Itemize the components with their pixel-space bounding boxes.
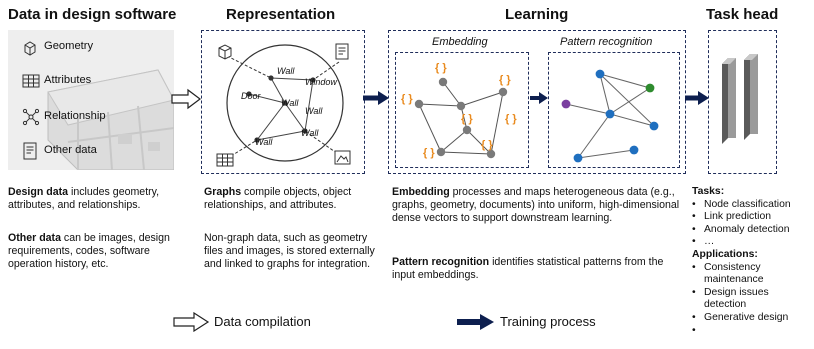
design-data-desc: includes geometry, attributes, and relat… [8,186,160,212]
pattern-recognition-paragraph: Pattern recognition identifies statistic… [392,256,684,282]
cube-icon [24,41,36,56]
other-data-desc: can be images, design requirements, code… [8,232,170,271]
task-head-box [708,30,777,174]
compilation-arrow-1 [171,88,201,110]
embedding-graph: { } { } { } { } { } { } { } [401,62,517,159]
training-arrow-2 [530,92,548,104]
training-arrow-1 [363,91,389,105]
graphs-term: Graphs [204,186,242,198]
embedding-vector-icon: { } [401,93,413,105]
learning-box [388,30,686,174]
pattern-recognition-box [548,52,680,168]
embedding-vector-icon: { } [481,139,493,151]
table-icon [216,153,234,167]
embedding-box [395,52,529,168]
layer-block-2 [744,54,758,140]
embedding-vector-icon: { } [435,62,447,74]
pattern-recognition-graph [561,69,659,163]
embedding-vector-icon: { } [423,147,435,159]
graphs-desc: compile objects, object relationships, a… [204,186,352,212]
task-item: •Node classification [692,198,791,210]
document-icon [335,43,349,60]
node-label-wall-2: Wall [281,98,299,108]
layer-block-1 [722,58,736,144]
graphs-paragraph: Graphs compile objects, object relations… [204,186,382,212]
pattern-recognition-subtitle: Pattern recognition [560,36,653,48]
other-data-label: Other data [44,144,97,156]
pattern-recognition-desc: identifies statistical patterns from the… [392,256,664,282]
application-item: • [692,324,696,333]
attributes-label: Attributes [44,74,92,86]
task-list: Tasks: •Node classification •Link predic… [692,186,812,333]
floor-plan-illustration [47,69,174,170]
embedding-subtitle: Embedding [432,36,488,48]
design-software-panel: Geometry Attributes Relationship [8,30,174,170]
task-head-layers [722,54,758,144]
document-icon [23,142,37,160]
application-item: •Consistency maintenance [692,261,764,286]
design-data-paragraph: Design data includes geometry, attribute… [8,186,183,212]
tasks-heading: Tasks: [692,186,725,197]
application-item: •Design issues detection [692,286,769,311]
representation-box [201,30,365,174]
node-label-window: Window [305,77,337,87]
other-data-paragraph: Other data can be images, design require… [8,232,183,272]
node-label-wall-5: Wall [255,137,273,147]
applications-heading: Applications: [692,248,758,260]
node-label-wall-4: Wall [301,128,319,138]
task-item: •Anomaly detection [692,223,790,235]
training-arrow-3 [685,91,709,105]
training-process-legend-label: Training process [500,314,596,329]
node-label-wall-3: Wall [305,106,323,116]
learning-title: Learning [505,6,569,23]
embedding-paragraph: Embedding processes and maps heterogeneo… [392,186,684,226]
non-graph-paragraph: Non-graph data, such as geometry files a… [204,232,375,271]
geometry-label: Geometry [44,40,94,52]
node-label-door: Door [241,91,262,101]
network-icon [22,108,40,126]
embedding-term: Embedding [392,186,450,198]
other-data-term: Other data [8,232,61,244]
table-icon [22,74,40,88]
data-compilation-legend-arrow [173,312,210,332]
design-data-term: Design data [8,186,69,198]
image-icon [334,150,351,165]
pattern-recognition-term: Pattern recognition [392,256,490,268]
task-item: •Link prediction [692,211,772,223]
design-software-title: Data in design software [8,6,177,23]
embedding-vector-icon: { } [461,113,473,125]
relationship-label: Relationship [44,110,106,122]
cube-icon [218,44,232,60]
embedding-vector-icon: { } [499,74,511,86]
node-label-wall-1: Wall [277,66,295,76]
representation-title: Representation [226,6,336,23]
embedding-desc: processes and maps heterogeneous data (e… [392,186,680,225]
task-head-title: Task head [706,6,779,23]
data-compilation-legend-label: Data compilation [214,314,311,329]
training-process-legend-arrow [457,314,494,330]
graph-representation: Wall Window Door Wall Wall Wall Wall [216,43,351,167]
application-item: •Generative design [692,311,789,323]
task-item: •… [692,236,715,248]
embedding-vector-icon: { } [505,113,517,125]
